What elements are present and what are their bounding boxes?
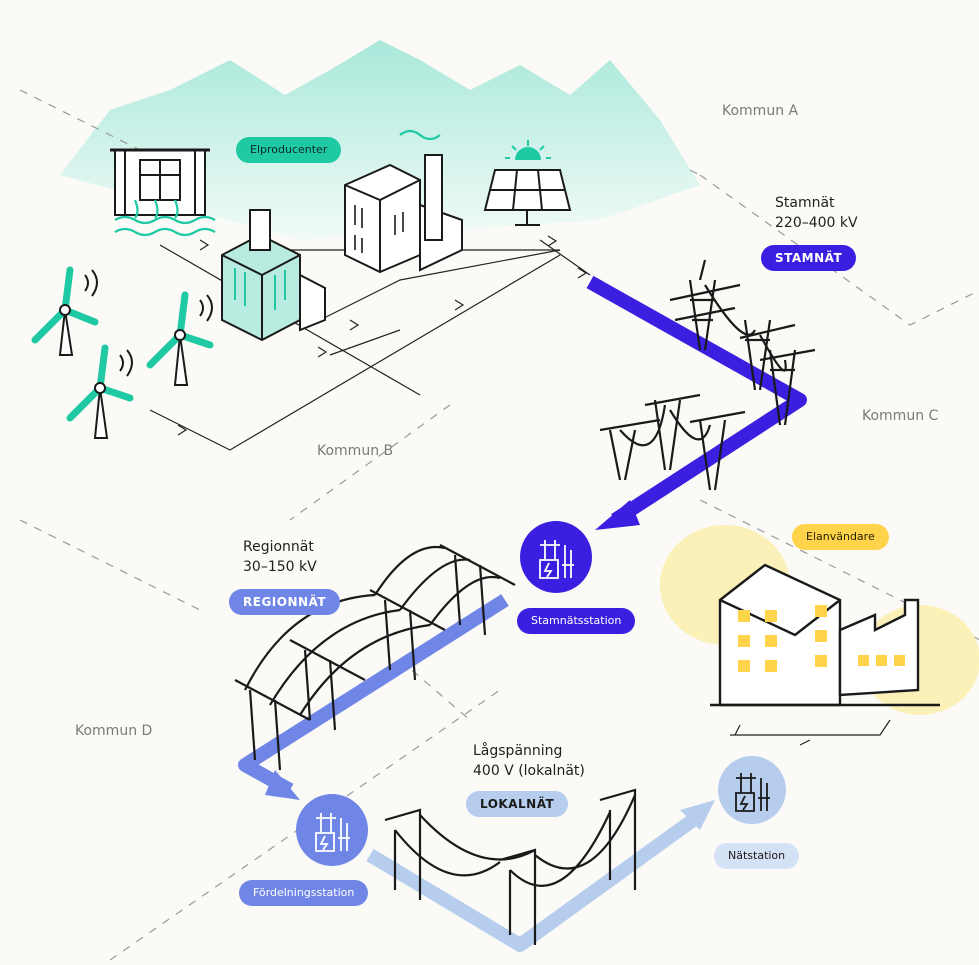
region-label-kommun-c: Kommun C — [862, 408, 939, 424]
lokalnat-caption-line2: 400 V (lokalnät) — [473, 763, 585, 779]
region-label-kommun-b: Kommun B — [317, 443, 394, 459]
feeder-arrows — [177, 235, 588, 436]
wind-turbine-icon — [31, 266, 99, 356]
wind-turbine-icon — [146, 291, 214, 386]
apartment-building-icon — [718, 563, 842, 707]
solar-panel-icon — [483, 169, 572, 226]
smoke-icon — [399, 129, 441, 141]
fordelningsstation-label: Fördelningsstation — [239, 880, 369, 906]
regionnat-arrowhead — [265, 770, 300, 800]
thermal-plant-icon — [221, 209, 326, 342]
stamnatsstation-label: Stamnätsstation — [517, 608, 636, 634]
sun-icon — [505, 140, 551, 160]
stamnat-caption-line2: 220–400 kV — [775, 215, 858, 231]
fordelningsstation-icon — [296, 794, 368, 866]
municipality-borders — [19, 89, 979, 961]
consumers-pill: Elanvändare — [792, 524, 889, 550]
stamnat-caption-line1: Stamnät — [775, 195, 835, 211]
factory-plant-icon — [344, 154, 463, 274]
stamnat-arrowhead — [595, 500, 640, 530]
lokalnat-caption-line1: Lågspänning — [473, 743, 563, 759]
stamnat-flow-arrow — [586, 275, 807, 526]
stamnat-badge: STAMNÄT — [761, 245, 857, 271]
factory-building-icon — [838, 598, 920, 697]
stamnat-towers — [599, 259, 816, 491]
producers-pill: Elproducenter — [236, 137, 342, 163]
regionnat-towers — [234, 544, 516, 771]
region-label-kommun-a: Kommun A — [722, 103, 799, 119]
stamnatsstation-icon — [520, 521, 592, 593]
regionnat-caption-line2: 30–150 kV — [243, 559, 317, 575]
hydro-water-waves — [114, 199, 216, 237]
lokalnat-poles — [384, 788, 637, 945]
regionnat-caption-line1: Regionnät — [243, 539, 314, 555]
lokalnat-arrowhead — [680, 800, 715, 830]
regionnat-badge: REGIONNÄT — [229, 589, 341, 615]
natstation-icon — [718, 756, 786, 824]
natstation-label: Nätstation — [714, 843, 800, 869]
hydro-plant-icon — [110, 148, 210, 216]
region-label-kommun-d: Kommun D — [75, 723, 153, 739]
consumer-feeder-lines — [730, 719, 891, 746]
wind-turbine-icon — [66, 344, 134, 439]
regionnat-flow-arrow — [238, 594, 509, 797]
lokalnat-badge: LOKALNÄT — [466, 791, 569, 817]
producer-feeder-lines — [149, 239, 591, 451]
